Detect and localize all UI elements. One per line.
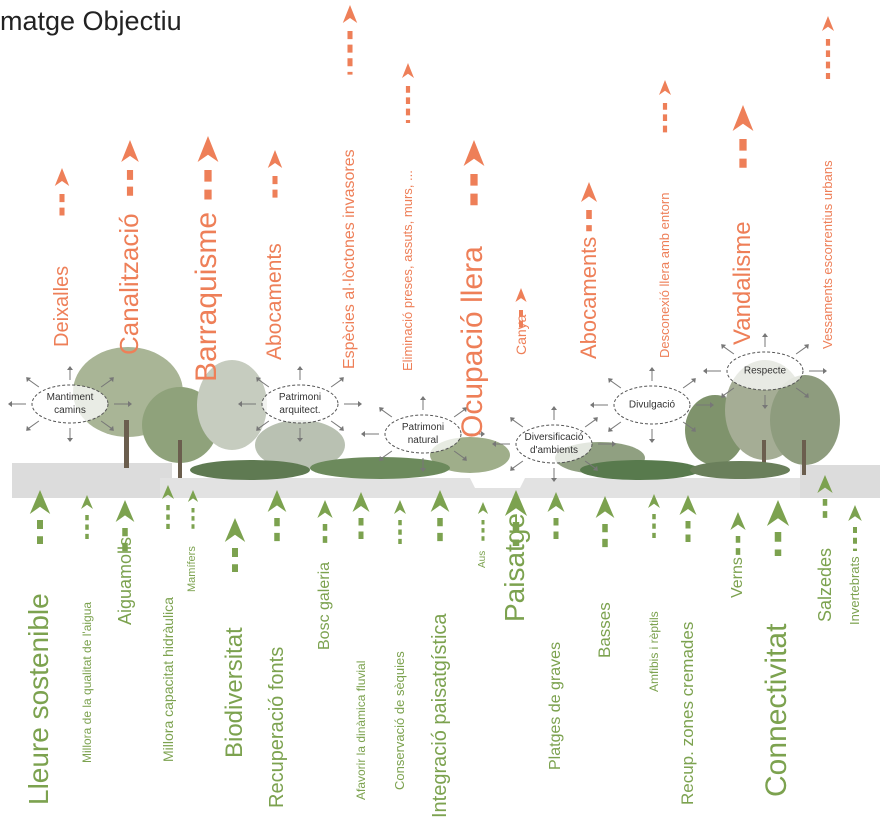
opportunity-arrow-18 bbox=[766, 500, 790, 556]
threat-arrow-10 bbox=[732, 105, 754, 168]
opportunity-arrow-13 bbox=[547, 492, 565, 542]
threat-arrow-6 bbox=[463, 140, 485, 210]
threat-label-8: Abocaments bbox=[575, 236, 601, 359]
opportunity-label-5: Biodiversitat bbox=[220, 627, 248, 758]
opportunity-arrow-16 bbox=[679, 495, 697, 545]
opportunity-label-11: Aus bbox=[476, 550, 488, 568]
opportunity-label-20: Invertebrats bbox=[847, 556, 863, 625]
opportunity-label-6: Recuperació fonts bbox=[265, 646, 288, 808]
opportunity-label-9: Conservació de sèquies bbox=[392, 651, 408, 790]
threat-label-4: Espècies al·lòctones invasores bbox=[340, 149, 358, 369]
opportunity-label-3: Millora capacitat hidràulica bbox=[159, 597, 176, 762]
opportunity-label-8: Afavorir la dinàmica fluvial bbox=[353, 660, 368, 800]
opportunity-arrow-9 bbox=[394, 500, 406, 544]
opportunity-arrow-3 bbox=[162, 485, 174, 529]
threat-arrow-4 bbox=[342, 5, 358, 75]
opportunity-label-15: Amfibis i rèptils bbox=[646, 611, 661, 692]
bubble-diagram-3 bbox=[492, 406, 616, 482]
bubble-diagram-2 bbox=[361, 396, 485, 472]
ground-left bbox=[12, 463, 172, 498]
opportunity-arrow-19 bbox=[817, 475, 833, 523]
threat-label-1: Canalització bbox=[114, 213, 145, 355]
opportunity-label-0: Lleure sostenible bbox=[23, 593, 55, 805]
opportunity-arrow-11 bbox=[477, 502, 489, 544]
threat-arrow-5 bbox=[402, 63, 414, 123]
threat-label-11: Vessaments escorrentius urbans bbox=[820, 160, 836, 349]
threat-label-7: Canya bbox=[512, 314, 529, 355]
bubble-diagram-1 bbox=[238, 366, 362, 442]
opportunity-label-17: Verns bbox=[728, 557, 746, 598]
opportunity-arrow-20 bbox=[848, 505, 862, 551]
bubble-diagram-4 bbox=[590, 367, 714, 443]
ground-right bbox=[800, 465, 880, 498]
threat-label-2: Barraquisme bbox=[190, 211, 224, 382]
opportunity-arrow-1 bbox=[81, 495, 93, 539]
threat-label-3: Abocaments bbox=[263, 243, 287, 360]
opportunity-arrow-10 bbox=[430, 490, 450, 542]
opportunity-arrow-2 bbox=[115, 500, 135, 552]
opportunity-label-10: Integració paisatgística bbox=[428, 613, 451, 818]
threat-arrow-9 bbox=[659, 80, 671, 137]
opportunity-arrow-8 bbox=[352, 492, 370, 542]
bubble-label-4: Divulgació bbox=[628, 399, 676, 411]
page-title: matge Objectiu bbox=[0, 6, 182, 36]
threat-arrow-2 bbox=[197, 136, 219, 200]
threat-label-0: Deixalles bbox=[50, 265, 73, 347]
opportunity-label-7: Bosc galeria bbox=[315, 561, 333, 650]
threat-arrow-3 bbox=[267, 150, 283, 202]
opportunity-label-1: Millora de la qualitat de l'aigua bbox=[79, 601, 94, 763]
opportunity-label-12: Paisatge bbox=[499, 513, 531, 622]
threat-label-5: Eliminació preses, assuts, murs, ... bbox=[400, 170, 416, 371]
threat-arrow-8 bbox=[581, 182, 597, 232]
bubble-diagram-0 bbox=[8, 366, 132, 442]
opportunity-label-16: Recup. zones cremades bbox=[678, 621, 698, 805]
opportunity-arrow-6 bbox=[267, 490, 287, 542]
opportunity-label-4: Mamífers bbox=[186, 546, 199, 592]
threat-arrow-11 bbox=[822, 16, 834, 79]
opportunity-label-14: Basses bbox=[595, 602, 615, 658]
opportunity-arrow-15 bbox=[648, 494, 660, 538]
opportunity-arrow-14 bbox=[595, 496, 615, 548]
threat-arrow-0 bbox=[54, 168, 70, 216]
river-channel bbox=[160, 478, 880, 498]
bubble-label-5: Respecte bbox=[743, 365, 787, 377]
bubble-diagram-5 bbox=[703, 333, 827, 409]
opportunity-label-13: Platges de graves bbox=[546, 641, 564, 770]
threat-arrow-1 bbox=[121, 140, 139, 196]
opportunity-arrow-0 bbox=[29, 490, 51, 544]
opportunity-arrow-4 bbox=[187, 490, 199, 532]
opportunity-label-18: Connectivitat bbox=[760, 623, 794, 797]
opportunity-arrow-12 bbox=[504, 490, 528, 546]
threat-label-10: Vandalisme bbox=[728, 221, 756, 345]
opportunity-arrow-17 bbox=[730, 512, 746, 560]
opportunity-label-19: Salzedes bbox=[814, 547, 835, 622]
threat-arrow-7 bbox=[515, 288, 527, 328]
threat-label-6: Ocupació llera bbox=[456, 246, 490, 438]
opportunity-label-2: Aiguamolls bbox=[114, 536, 135, 625]
vegetation bbox=[73, 347, 840, 480]
opportunity-arrow-5 bbox=[224, 518, 246, 572]
opportunity-arrow-7 bbox=[317, 500, 333, 548]
threat-label-9: Desconexió llera amb entorn bbox=[657, 192, 673, 358]
